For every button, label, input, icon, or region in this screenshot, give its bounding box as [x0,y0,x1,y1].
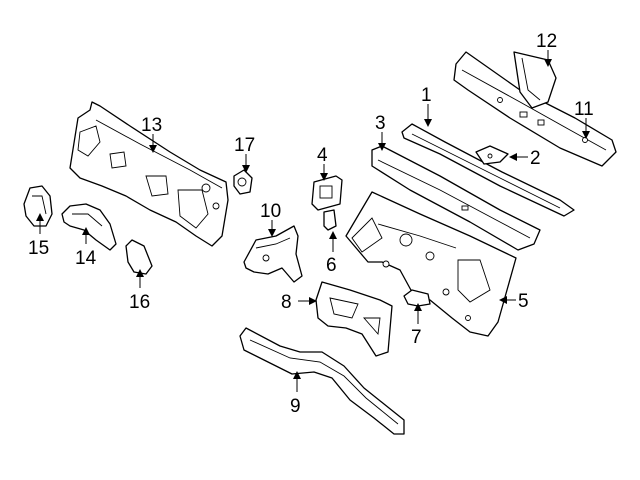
part-6-bracket [323,209,337,231]
part-9-reinforcement [239,327,405,435]
part-15-bracket [23,185,53,227]
part-17-grommet [233,169,253,195]
callout-4: 4 [317,145,328,166]
callout-11: 11 [574,99,594,120]
leader-lines [36,50,590,392]
callout-6: 6 [326,255,337,276]
part-14-bracket [61,203,117,251]
part-16-bracket [125,239,153,275]
part-8-dash-insulator [315,281,393,357]
callout-13: 13 [141,115,162,136]
callout-7: 7 [411,327,422,348]
callout-labels: 1 2 3 4 5 6 7 8 9 10 11 12 13 14 15 16 1… [28,31,594,417]
part-7-bracket [403,289,431,307]
callout-3: 3 [375,113,386,134]
part-2-bracket [475,145,509,165]
part-11-cowl-top-panel [453,51,617,167]
part-3-cowl-cross-member [371,145,541,251]
callout-2: 2 [530,148,541,169]
part-4-bracket [311,175,343,211]
part-10-bracket [243,225,303,283]
callout-5: 5 [518,291,529,312]
callout-14: 14 [75,248,97,269]
callout-1: 1 [421,85,432,106]
callout-15: 15 [28,238,49,259]
callout-17: 17 [234,135,255,156]
part-5-dash-panel [345,191,517,337]
part-13-dash-insulator [69,101,229,247]
callout-16: 16 [129,292,150,313]
part-1-cowl-panel [401,123,575,217]
callout-8: 8 [281,292,292,313]
callout-12: 12 [536,31,557,52]
callout-9: 9 [290,396,301,417]
callout-10: 10 [260,201,281,222]
